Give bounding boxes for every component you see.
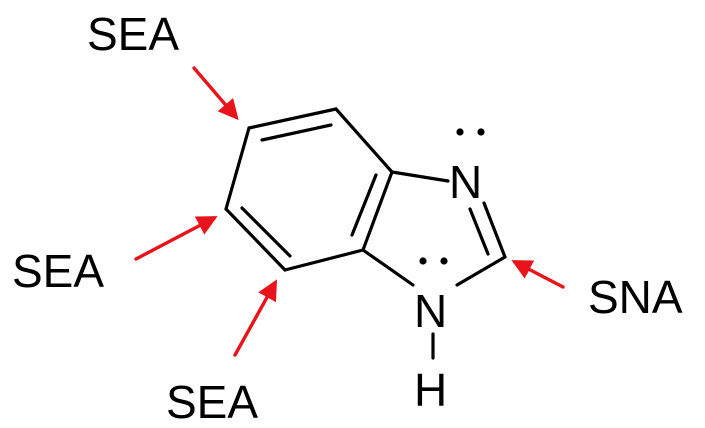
bond-c6-c7 bbox=[224, 207, 287, 272]
atom-h: H bbox=[414, 364, 447, 416]
bond-c7-c7a bbox=[283, 248, 365, 272]
imidazole-ring bbox=[361, 170, 507, 360]
reactivity-arrows bbox=[134, 66, 565, 357]
bond-c2-n1 bbox=[455, 255, 507, 287]
label-sna: SNA bbox=[588, 271, 683, 323]
bond-n3-c2-inner bbox=[468, 207, 490, 256]
bond-c4-c5-inner bbox=[260, 123, 333, 142]
label-sea-bottom: SEA bbox=[166, 376, 258, 428]
label-sea-middle: SEA bbox=[12, 245, 104, 297]
benzene-ring bbox=[224, 107, 394, 272]
bond-n1-c7a bbox=[361, 248, 415, 287]
bond-c5-c6 bbox=[224, 126, 251, 211]
atom-n3: N bbox=[449, 156, 482, 208]
bond-c7a-c3a bbox=[361, 170, 394, 252]
arrow-sna bbox=[511, 260, 565, 289]
lone-pair-n1 bbox=[419, 257, 448, 265]
arrow-sea-middle bbox=[134, 216, 218, 261]
bond-c4-c5 bbox=[247, 107, 338, 130]
arrow-sea-bottom bbox=[233, 279, 277, 357]
bond-n3-c2 bbox=[482, 201, 507, 259]
bond-c7a-c3a-inner bbox=[350, 173, 378, 237]
atom-n1: N bbox=[414, 285, 447, 337]
label-sea-top: SEA bbox=[87, 8, 179, 60]
lone-pair-n3 bbox=[456, 128, 485, 136]
arrow-sea-top bbox=[192, 66, 239, 121]
bond-c6-c7-inner bbox=[240, 206, 292, 258]
bond-c3a-c4 bbox=[334, 107, 394, 174]
bond-c3a-n3 bbox=[390, 170, 450, 183]
